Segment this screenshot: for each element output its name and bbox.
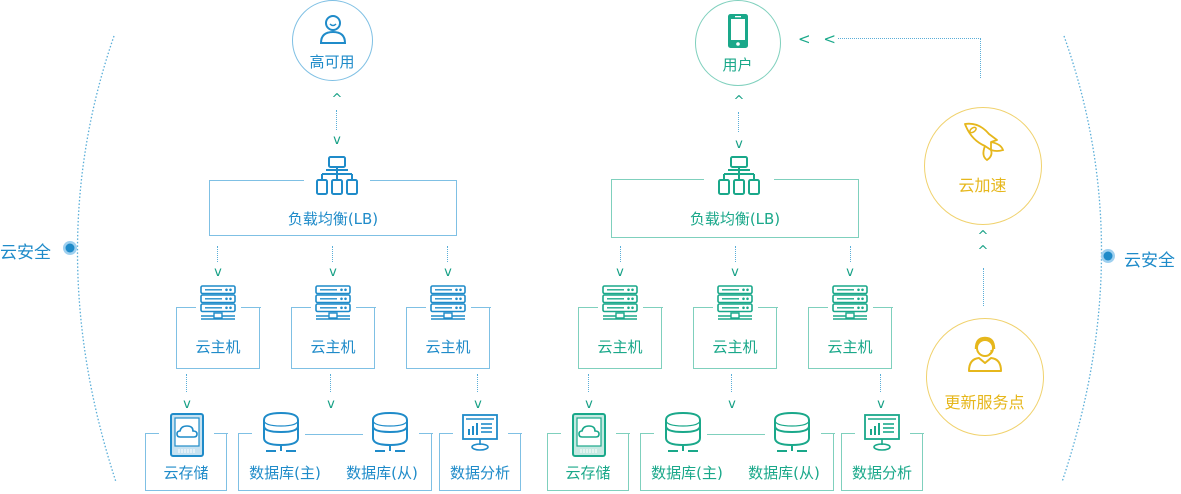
cloud-host-label: 云主机 (195, 338, 241, 356)
cloud-host-box[interactable] (807, 307, 893, 369)
cloud-storage-box[interactable] (546, 433, 630, 491)
cloud-storage-label: 云存储 (163, 464, 209, 482)
database-slave-label: 数据库(从) (346, 464, 418, 482)
data-analysis-label: 数据分析 (851, 464, 912, 482)
connector (850, 246, 851, 262)
arrow-left-double: < < (798, 30, 840, 48)
connector (330, 374, 331, 392)
security-label-left: 云安全 (0, 243, 51, 263)
cloud-storage-label: 云存储 (565, 464, 611, 482)
cloud-host-box[interactable] (405, 307, 491, 369)
arrow-down: v (333, 133, 341, 148)
load-balancer-label-left: 负载均衡(LB) (287, 210, 379, 228)
connector (838, 38, 981, 39)
high-availability-label: 高可用 (309, 53, 355, 71)
arrow-down: v (329, 265, 337, 280)
db-replication-link (305, 434, 363, 435)
cloud-host-box[interactable] (692, 307, 778, 369)
user-icon (319, 15, 347, 44)
update-service-point-label: 更新服务点 (944, 393, 1025, 412)
arrow-down: v (214, 265, 222, 280)
connector (738, 112, 739, 132)
connector (588, 374, 589, 392)
connector (186, 374, 187, 392)
connector (980, 38, 981, 78)
connector (880, 374, 881, 392)
network-hierarchy-icon (718, 156, 760, 195)
data-analysis-box[interactable] (840, 433, 924, 491)
arrow-down: v (183, 397, 191, 412)
server-icon (832, 285, 868, 320)
security-label-right: 云安全 (1124, 251, 1175, 271)
connector (983, 268, 984, 306)
arrow-down: v (728, 397, 736, 412)
connector (217, 246, 218, 262)
customer-service-icon (968, 336, 1002, 372)
cloud-storage-icon (572, 413, 606, 457)
high-availability-node[interactable]: 高可用 (292, 0, 373, 81)
arrow-up: ^ (331, 92, 343, 107)
analytics-monitor-icon (462, 414, 498, 451)
security-arc-left (76, 35, 117, 483)
cloud-host-box[interactable] (175, 307, 261, 369)
arrow-down: v (585, 397, 593, 412)
server-icon (717, 285, 753, 320)
arrow-down: v (474, 397, 482, 412)
arrow-down: v (444, 265, 452, 280)
user-node[interactable]: 用户 (695, 0, 781, 86)
connector (336, 110, 337, 130)
data-analysis-label: 数据分析 (449, 464, 510, 482)
cloud-host-label: 云主机 (827, 338, 873, 356)
mobile-phone-icon (728, 14, 748, 48)
database-box[interactable] (639, 433, 835, 491)
server-icon (602, 285, 638, 320)
cloud-host-label: 云主机 (712, 338, 758, 356)
arrow-up: ^ (977, 244, 989, 259)
database-slave-label: 数据库(从) (748, 464, 820, 482)
db-replication-link (707, 434, 765, 435)
connector (620, 246, 621, 262)
arrow-up: ^ (733, 94, 745, 109)
cloud-storage-box[interactable] (144, 433, 228, 491)
server-icon (430, 285, 466, 320)
database-icon (372, 411, 408, 452)
cloud-accelerate-label: 云加速 (958, 176, 1007, 195)
load-balancer-label-right: 负载均衡(LB) (689, 210, 781, 228)
database-master-label: 数据库(主) (651, 464, 723, 482)
arrow-down: v (327, 397, 335, 412)
database-master-label: 数据库(主) (249, 464, 321, 482)
cloud-host-label: 云主机 (425, 338, 471, 356)
rocket-icon (964, 122, 1005, 162)
cloud-storage-icon (170, 413, 204, 457)
connector (332, 246, 333, 262)
connector (447, 246, 448, 262)
arrow-down: v (877, 397, 885, 412)
network-hierarchy-icon (316, 156, 358, 195)
user-label: 用户 (722, 56, 753, 74)
arrow-down: v (735, 137, 743, 152)
arrow-down: v (846, 265, 854, 280)
database-icon (665, 411, 701, 452)
connector (731, 374, 732, 392)
database-box[interactable] (237, 433, 433, 491)
server-icon (200, 285, 236, 320)
data-analysis-box[interactable] (438, 433, 522, 491)
arrow-down: v (616, 265, 624, 280)
database-icon (263, 411, 299, 452)
update-service-point-node[interactable]: 更新服务点 (926, 318, 1044, 436)
security-arc-right (1061, 35, 1103, 483)
cloud-host-label: 云主机 (597, 338, 643, 356)
server-icon (315, 285, 351, 320)
analytics-monitor-icon (864, 414, 900, 451)
database-icon (774, 411, 810, 452)
arrow-up: ^ (977, 229, 989, 244)
cloud-accelerate-node[interactable]: 云加速 (924, 107, 1042, 225)
cloud-host-box[interactable] (577, 307, 663, 369)
connector (477, 374, 478, 392)
cloud-host-box[interactable] (290, 307, 376, 369)
connector (735, 246, 736, 262)
arrow-down: v (731, 265, 739, 280)
cloud-host-label: 云主机 (310, 338, 356, 356)
